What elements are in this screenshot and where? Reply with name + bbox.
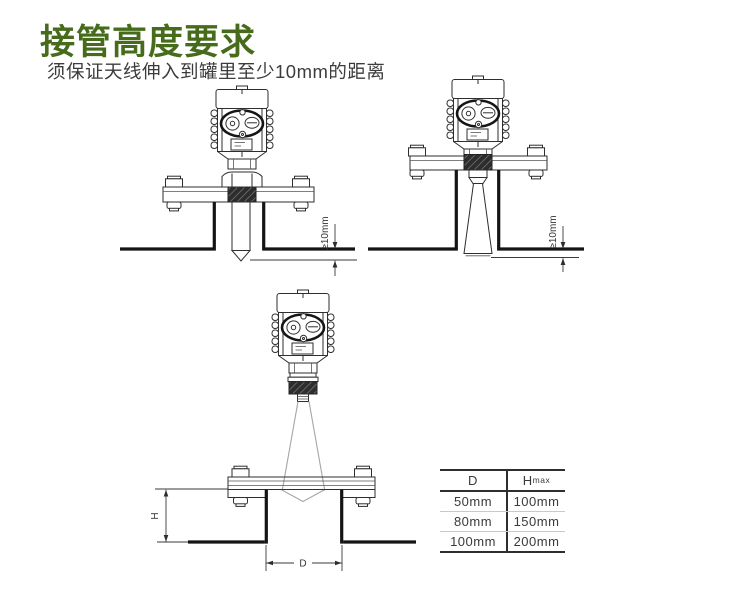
clearance-label-rod: ≥10mm <box>320 216 331 249</box>
table-cell-d: 100mm <box>440 532 508 551</box>
height-label: H <box>150 512 161 519</box>
table-cell-hmax: 200mm <box>513 534 560 549</box>
table-cell-hmax: 100mm <box>513 494 560 509</box>
dimension-nozzle-diameter: D <box>265 545 343 571</box>
dimension-clearance-rod: ≥10mm <box>250 216 357 276</box>
horn-cone <box>280 401 326 503</box>
page-subtitle: 须保证天线伸入到罐里至少10mm的距离 <box>47 61 386 82</box>
table-cell-d: 80mm <box>440 512 508 531</box>
radar-sensor-head <box>445 74 511 161</box>
page-title: 接管高度要求 <box>40 23 257 62</box>
table-row: 50mm 100mm <box>440 492 565 512</box>
radar-sensor-head <box>270 288 336 375</box>
drawing-horn-antenna: ≥10mm <box>368 74 584 272</box>
table-cell-d: 50mm <box>440 492 508 511</box>
table-row: 100mm 200mm <box>440 532 565 551</box>
dimension-clearance-horn: ≥10mm <box>491 215 579 272</box>
diameter-label: D <box>299 559 306 570</box>
clearance-label-horn: ≥10mm <box>548 215 559 248</box>
table-cell-hmax: 150mm <box>513 514 560 529</box>
table-header-d: D <box>440 471 508 490</box>
table-row: 80mm 150mm <box>440 512 565 532</box>
drawing-flanged-horn: H D <box>150 288 416 571</box>
drawing-rod-antenna: ≥10mm <box>120 84 357 276</box>
dimension-nozzle-height: H <box>150 488 228 543</box>
radar-sensor-head <box>209 84 275 171</box>
